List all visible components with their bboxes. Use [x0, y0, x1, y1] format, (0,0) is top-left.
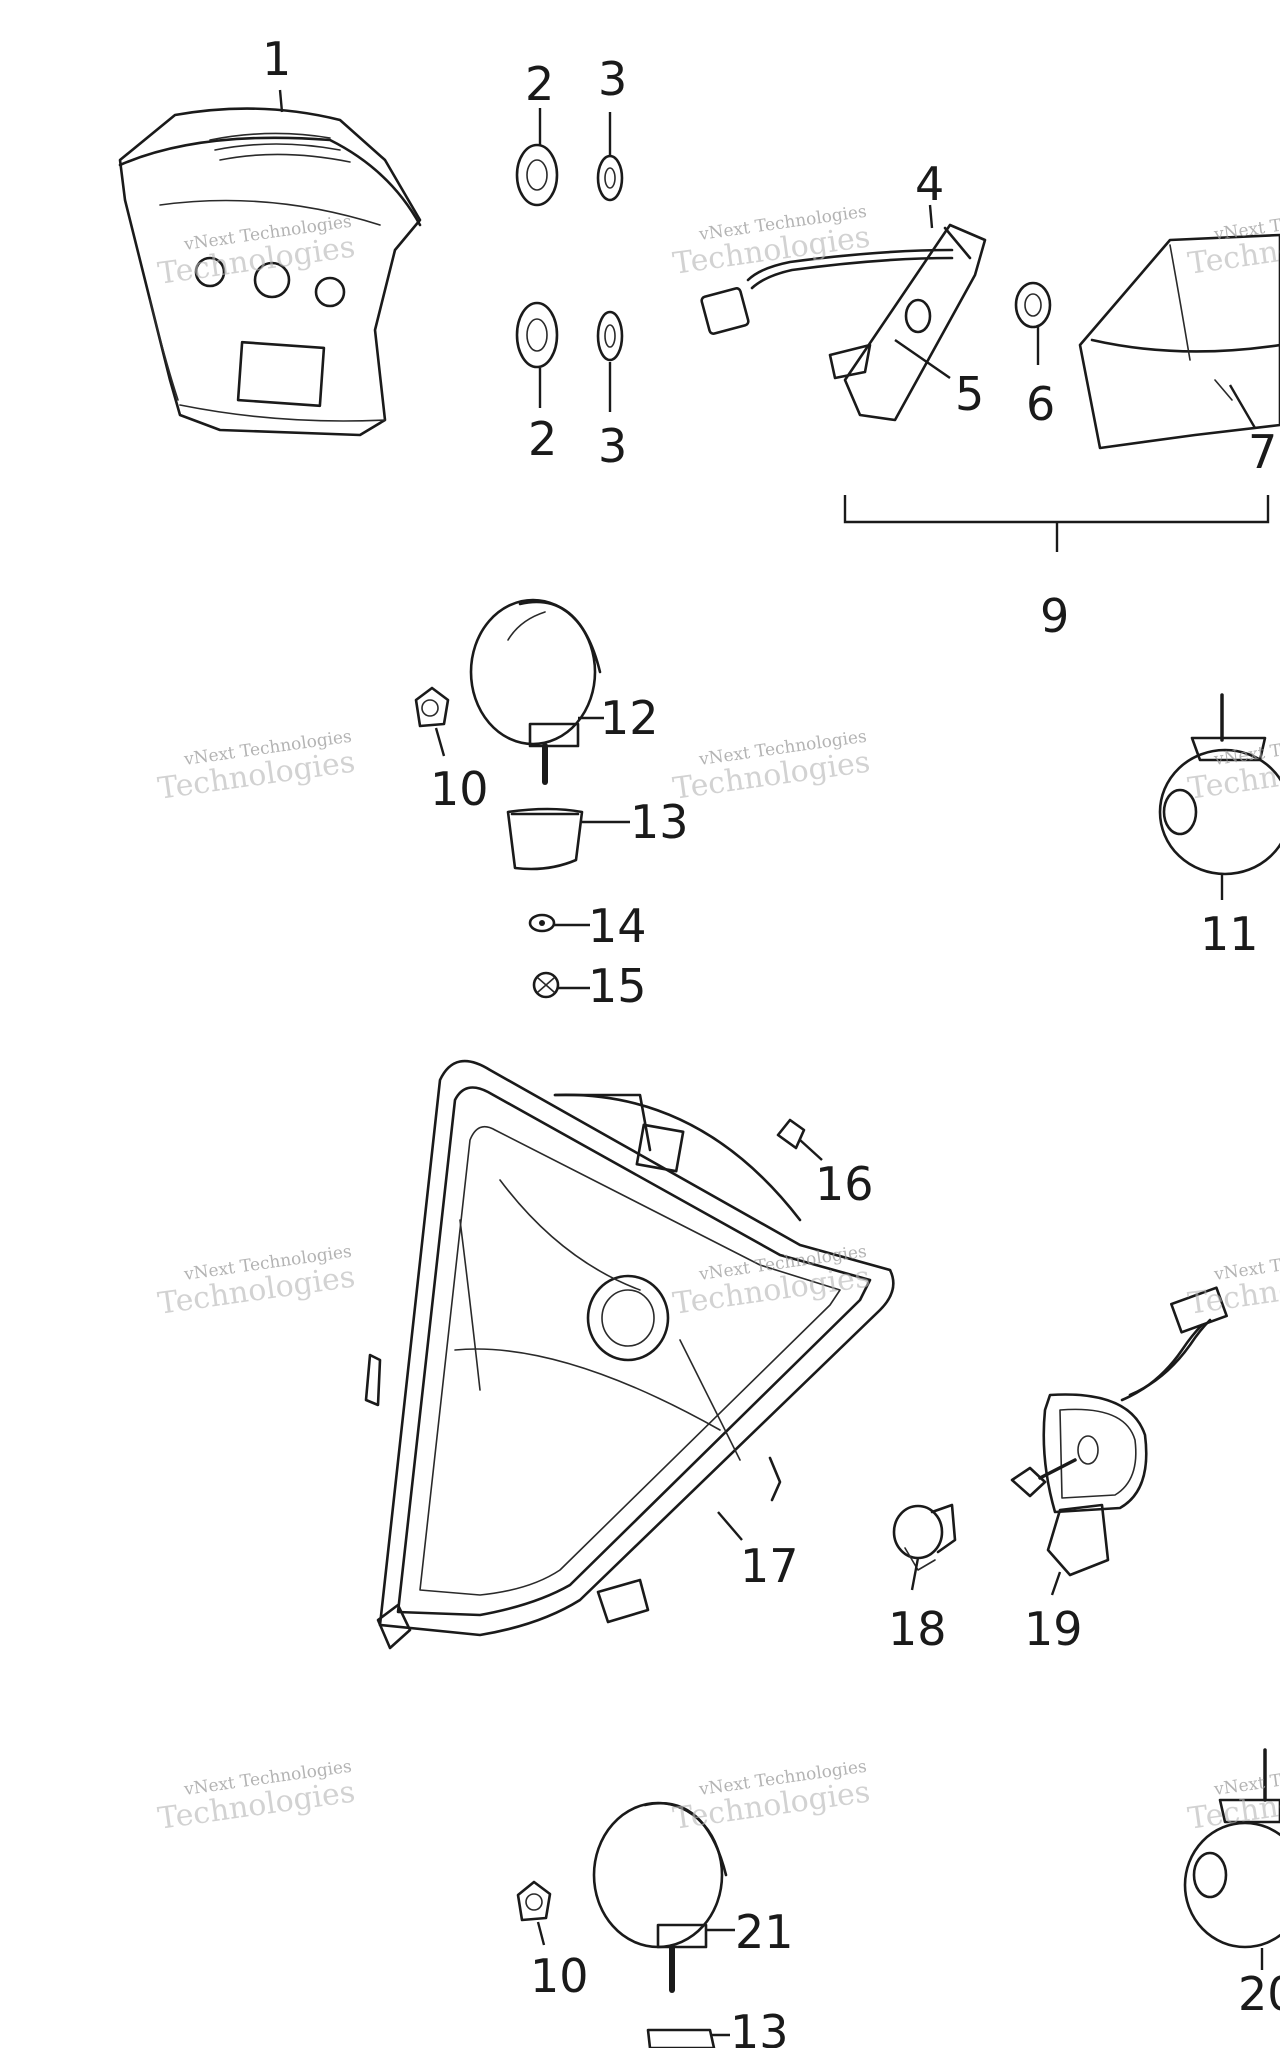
signal-bracket-part: [506, 807, 584, 871]
watermark: vNext Technologies Technologies: [156, 1757, 357, 1837]
part-label-4: 4: [915, 157, 944, 211]
part-label-13-upper: 13: [630, 795, 689, 849]
watermark: vNext Technologies Technologies: [1186, 1242, 1280, 1322]
part-label-3-upper: 3: [598, 52, 627, 106]
headlight-socket-part: [1010, 1286, 1228, 1577]
watermark: vNext Technologies Technologies: [671, 1242, 872, 1322]
part-label-17: 17: [740, 1539, 799, 1593]
nut-part: [528, 913, 556, 933]
bulb-socket-part: [700, 223, 987, 422]
washer-part-lower: [596, 310, 624, 362]
watermark: vNext Technologies Technologies: [156, 727, 357, 807]
headlight-assembly-part: [364, 1059, 895, 1650]
part-label-7: 7: [1248, 425, 1277, 479]
part-label-12: 12: [600, 691, 659, 745]
watermark: vNext Technologies Technologies: [156, 1242, 357, 1322]
watermark: vNext Technologies Technologies: [671, 1757, 872, 1837]
washer-part: [596, 154, 624, 202]
part-label-5: 5: [955, 367, 984, 421]
signal-lamp-right-part: [1158, 693, 1280, 876]
part-label-3-lower: 3: [598, 419, 627, 473]
part-label-2-upper: 2: [525, 57, 554, 111]
bulb-part: [1014, 281, 1052, 329]
part-label-9: 9: [1040, 589, 1069, 643]
part-label-10-upper: 10: [430, 762, 489, 816]
bulb-small-part: [414, 686, 450, 728]
grommet-part: [515, 143, 559, 207]
part-label-20: 20: [1238, 1967, 1280, 2021]
part-label-11: 11: [1200, 907, 1259, 961]
part-label-15: 15: [588, 959, 647, 1013]
part-label-16: 16: [815, 1157, 874, 1211]
screw-part: [532, 971, 560, 999]
part-label-6: 6: [1026, 377, 1055, 431]
assembly-bracket: [843, 495, 1270, 524]
signal-lamp-part: [469, 598, 602, 785]
lens-part: [1078, 233, 1280, 450]
grommet-part-lower: [515, 301, 559, 369]
part-label-19: 19: [1024, 1602, 1083, 1656]
part-label-2-lower: 2: [528, 412, 557, 466]
signal-lamp-lower-right-part: [1183, 1748, 1280, 1949]
position-bulb-part: [892, 1503, 957, 1571]
part-label-10-lower: 10: [530, 1949, 589, 2003]
part-label-21: 21: [735, 1905, 794, 1959]
watermark: vNext Technologies Technologies: [671, 202, 872, 282]
part-label-14: 14: [588, 899, 647, 953]
bulb-small-part-lower: [516, 1880, 552, 1922]
watermark: vNext Technologies Technologies: [1186, 202, 1280, 282]
part-label-1: 1: [262, 32, 291, 86]
signal-bracket-lower-part: [646, 2028, 716, 2048]
part-label-18: 18: [888, 1602, 947, 1656]
signal-lamp-lower-part: [592, 1801, 728, 1993]
watermark: vNext Technologies Technologies: [671, 727, 872, 807]
bolt-part: [776, 1118, 806, 1150]
part-label-13-lower: 13: [730, 2005, 789, 2048]
instrument-cover-part: [118, 107, 422, 437]
